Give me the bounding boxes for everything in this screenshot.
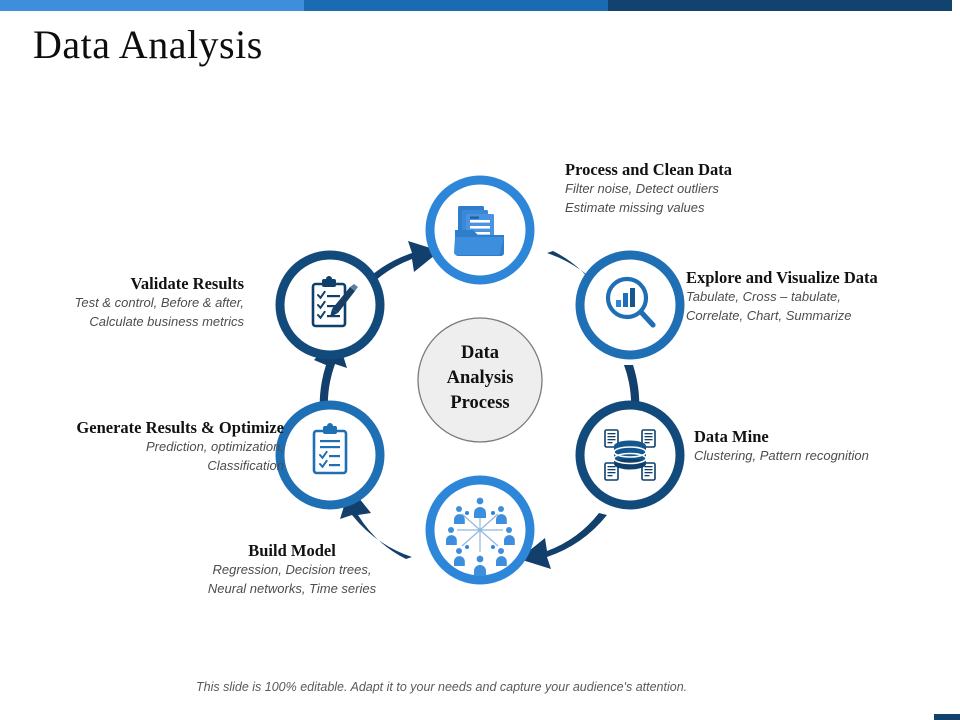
label-build-model: Build Model Regression, Decision trees, … bbox=[164, 541, 420, 597]
label-process-and-clean-data: Process and Clean Data Filter noise, Det… bbox=[565, 160, 915, 216]
page-title: Data Analysis bbox=[33, 22, 263, 67]
label-data-mine: Data Mine Clustering, Pattern recognitio… bbox=[694, 427, 944, 465]
label-generate-results-and-optimize: Generate Results & Optimize Prediction, … bbox=[14, 418, 284, 474]
chart-magnifier-icon bbox=[605, 276, 656, 328]
center-hub-line2: Analysis bbox=[447, 368, 514, 388]
label-heading: Explore and Visualize Data bbox=[686, 268, 878, 287]
node-generate-results-and-optimize[interactable] bbox=[275, 400, 385, 510]
center-hub-line3: Process bbox=[450, 393, 509, 413]
label-desc-line-2: Correlate, Chart, Summarize bbox=[686, 307, 852, 323]
accent-segment-dark bbox=[608, 0, 952, 11]
label-desc-line-2: Classification bbox=[207, 457, 284, 473]
node-process-and-clean-data[interactable] bbox=[425, 175, 535, 285]
label-heading: Data Mine bbox=[694, 427, 769, 446]
label-heading: Build Model bbox=[248, 541, 336, 560]
label-desc-line-1: Prediction, optimization, bbox=[145, 439, 284, 454]
node-explore-and-visualize-data[interactable] bbox=[575, 250, 685, 360]
arrow-build-to-generate bbox=[340, 487, 412, 559]
arrow-mine-to-build bbox=[519, 513, 607, 569]
label-validate-results: Validate Results Test & control, Before … bbox=[0, 274, 244, 330]
clipboard-checklist-icon bbox=[312, 423, 348, 475]
label-heading: Validate Results bbox=[130, 274, 244, 293]
label-desc-line-1: Regression, Decision trees, bbox=[212, 562, 372, 577]
documents-folder-icon bbox=[454, 206, 504, 256]
data-analysis-process-diagram: Data Analysis Process bbox=[0, 120, 960, 640]
label-desc-line-2: Neural networks, Time series bbox=[207, 580, 377, 596]
node-validate-results[interactable] bbox=[275, 250, 385, 360]
label-explore-and-visualize-data: Explore and Visualize Data Tabulate, Cro… bbox=[686, 268, 926, 324]
accent-segment-medium bbox=[304, 0, 608, 11]
arrow-validate-to-process bbox=[352, 241, 440, 297]
accent-bar-tip bbox=[952, 0, 960, 11]
label-desc-line-1: Filter noise, Detect outliers bbox=[565, 181, 719, 196]
center-hub-line1: Data bbox=[461, 343, 499, 363]
label-desc-line-1: Clustering, Pattern recognition bbox=[694, 448, 869, 463]
label-desc-line-2: Estimate missing values bbox=[565, 199, 705, 215]
top-accent-bar bbox=[0, 0, 960, 11]
footer-note: This slide is 100% editable. Adapt it to… bbox=[196, 680, 688, 694]
label-desc-line-2: Calculate business metrics bbox=[89, 313, 244, 329]
clipboard-pen-icon bbox=[311, 276, 358, 328]
people-network-icon bbox=[446, 497, 515, 576]
accent-segment-light bbox=[0, 0, 304, 11]
label-desc-line-1: Test & control, Before & after, bbox=[74, 295, 244, 310]
database-network-icon bbox=[604, 429, 656, 481]
label-heading: Process and Clean Data bbox=[565, 160, 732, 179]
footer-corner-accent bbox=[934, 714, 960, 720]
node-data-mine[interactable] bbox=[575, 400, 685, 510]
label-heading: Generate Results & Optimize bbox=[76, 418, 284, 437]
label-desc-line-1: Tabulate, Cross – tabulate, bbox=[686, 289, 841, 304]
center-hub-circle bbox=[417, 317, 543, 443]
node-build-model[interactable] bbox=[425, 475, 535, 585]
